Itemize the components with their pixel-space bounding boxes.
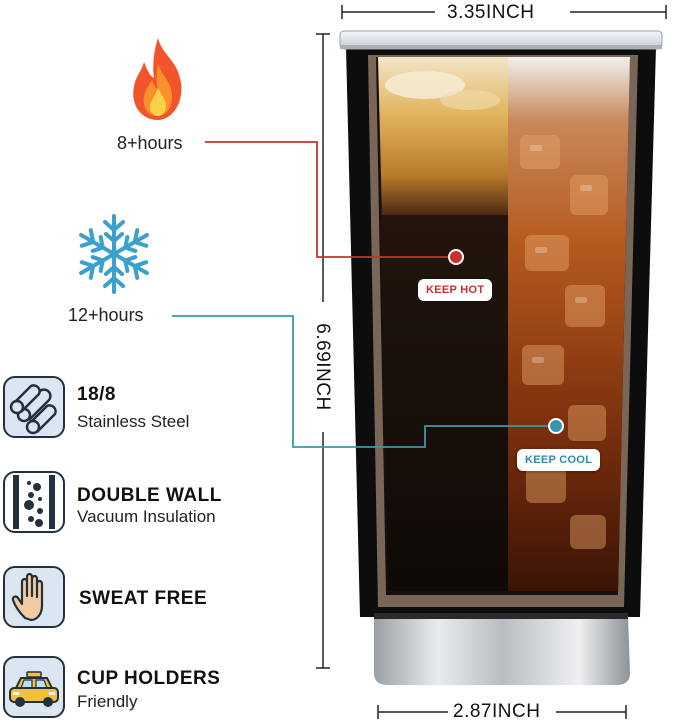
cold-hours-label: 12+hours (68, 305, 144, 325)
feature-cup-holders-title: CUP HOLDERS (77, 668, 221, 689)
keep-hot-badge: KEEP HOT (418, 279, 493, 301)
feature-stainless-subtitle: Stainless Steel (77, 412, 190, 431)
steel-tubes-icon (9, 384, 57, 435)
keep-cool-badge: KEEP COOL (517, 449, 601, 471)
feature-double-wall-title: DOUBLE WALL (77, 485, 222, 506)
feature-stainless (3, 376, 65, 438)
feature-stainless-title: 18/8 (77, 384, 116, 405)
hot-hours-label: 8+hours (117, 133, 183, 153)
double-wall-icon (13, 475, 55, 529)
cold-connector-line (172, 315, 564, 448)
top-width-label: 3.35INCH (447, 2, 535, 23)
feature-double-wall (3, 471, 65, 533)
fire-icon (133, 38, 182, 120)
top-dimension-line (341, 5, 667, 19)
feature-sweat-free (3, 566, 65, 628)
feature-cup-holders (3, 656, 65, 718)
bottom-width-label: 2.87INCH (453, 701, 541, 722)
feature-sweat-free-title: SWEAT FREE (79, 588, 208, 609)
bottom-dimension-line (377, 705, 627, 719)
feature-cup-holders-subtitle: Friendly (77, 692, 138, 711)
snowflake-icon (74, 214, 154, 294)
hand-icon (11, 572, 44, 622)
feature-double-wall-subtitle: Vacuum Insulation (77, 507, 216, 526)
car-icon (9, 671, 59, 707)
hot-connector-line (205, 141, 464, 265)
